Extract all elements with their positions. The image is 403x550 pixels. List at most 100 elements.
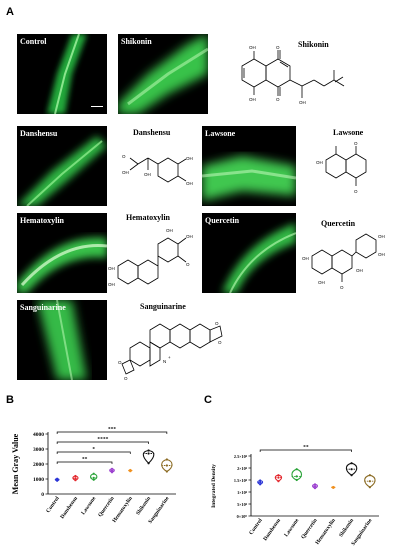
root-fluorescence-image xyxy=(202,156,296,201)
atom-label: O xyxy=(276,45,280,50)
micrograph-label: Danshensu xyxy=(20,129,58,138)
data-point xyxy=(165,470,168,473)
data-point xyxy=(295,478,298,482)
atom-label: O xyxy=(354,141,358,146)
data-point xyxy=(350,462,353,465)
data-point xyxy=(259,479,262,482)
atom-label: OH xyxy=(356,268,363,273)
micrograph-sanguinarine: Sanguinarine xyxy=(17,300,107,380)
compound-name-shikonin: Shikonin xyxy=(298,40,329,49)
data-point xyxy=(129,468,132,472)
panel-label-c: C xyxy=(204,394,212,406)
x-category-label: Quercetin xyxy=(97,496,115,519)
atom-label: OH xyxy=(316,160,323,165)
y-tick-label: 3000 xyxy=(33,447,44,453)
data-point xyxy=(295,468,298,471)
data-point xyxy=(313,487,317,490)
y-tick-label: 2000 xyxy=(33,462,44,468)
significance-bracket xyxy=(56,441,149,444)
significance-label: *** xyxy=(108,427,117,433)
atom-label: OH xyxy=(108,266,115,271)
significance-bracket xyxy=(56,451,131,454)
y-axis-label: Mean Gray Value xyxy=(11,433,20,494)
y-tick-label: 5×10⁶ xyxy=(237,502,248,507)
significance-bracket xyxy=(56,461,113,464)
data-point xyxy=(368,486,371,489)
y-tick-label: 4000 xyxy=(33,432,44,438)
micrograph-label: Hematoxylin xyxy=(20,216,64,225)
significance-label: **** xyxy=(97,437,108,443)
data-point xyxy=(92,472,95,475)
y-tick-label: 2×10⁶ xyxy=(237,466,248,471)
violin-shape xyxy=(291,468,303,481)
data-point xyxy=(350,474,353,477)
y-tick-label: 2.5×10⁶ xyxy=(234,454,248,459)
x-category-label: Shikonin xyxy=(135,496,152,517)
atom-label: OH xyxy=(186,156,193,161)
micrograph-shikonin: Shikonin xyxy=(118,34,208,114)
x-category-label: Danshensu xyxy=(59,496,79,520)
root-fluorescence-image xyxy=(17,136,107,206)
panel-label-a: A xyxy=(6,6,14,18)
y-axis-label: Integrated Density xyxy=(211,464,217,508)
atom-label: O xyxy=(215,321,219,326)
data-point xyxy=(277,474,280,477)
atom-label: O xyxy=(122,154,126,159)
data-point xyxy=(313,485,317,488)
compound-name-sanguinarine: Sanguinarine xyxy=(140,302,186,311)
atom-label: N xyxy=(163,359,166,364)
data-point xyxy=(147,452,150,455)
data-point xyxy=(74,474,77,478)
atom-label: OH xyxy=(108,282,115,287)
y-tick-label: 0×10⁰ xyxy=(237,514,248,519)
root-fluorescence-image xyxy=(47,34,87,114)
atom-label: O xyxy=(276,97,280,102)
data-point xyxy=(165,458,168,461)
atom-label: OH xyxy=(318,280,325,285)
y-tick-label: 1.5×10⁶ xyxy=(234,478,248,483)
data-point xyxy=(74,477,77,480)
data-point xyxy=(110,469,114,472)
atom-label: O xyxy=(118,360,122,365)
significance-label: ** xyxy=(82,457,88,463)
micrograph-lawsone: Lawsone xyxy=(202,126,296,206)
micrograph-quercetin: Quercetin xyxy=(202,213,296,293)
micrograph-label: Quercetin xyxy=(205,216,240,225)
micrograph-danshensu: Danshensu xyxy=(17,126,107,206)
data-point xyxy=(277,480,280,483)
compound-name-hematoxylin: Hematoxylin xyxy=(126,213,170,222)
compound-name-danshensu: Danshensu xyxy=(133,128,171,137)
data-point xyxy=(350,468,353,471)
structure-quercetin: OH OH O OH OH OH xyxy=(302,233,385,290)
atom-label: OH xyxy=(302,256,309,261)
x-category-label: Lawsone xyxy=(81,495,98,516)
y-tick-label: 1000 xyxy=(33,477,44,483)
x-category-label: Lawsone xyxy=(284,517,301,538)
significance-bracket xyxy=(259,449,352,452)
micrograph-label: Shikonin xyxy=(121,37,152,46)
root-fluorescence-image xyxy=(222,223,296,293)
root-fluorescence-image xyxy=(17,237,107,293)
y-tick-label: 0 xyxy=(41,492,44,498)
atom-label: OH xyxy=(249,97,256,102)
data-point xyxy=(74,479,77,482)
data-point xyxy=(259,481,262,484)
micrograph-control: Control xyxy=(17,34,107,114)
structure-lawsone: OH O O xyxy=(316,141,367,194)
atom-label: O xyxy=(124,376,128,381)
x-category-label: Shikonin xyxy=(338,518,355,539)
root-fluorescence-image xyxy=(118,34,208,114)
data-point xyxy=(56,477,59,480)
atom-label: OH xyxy=(378,234,385,239)
compound-name-quercetin: Quercetin xyxy=(321,219,356,228)
atom-label: OH xyxy=(249,45,256,50)
atom-label: O xyxy=(186,262,190,267)
chart-integrated-density: 0×10⁰ 5×10⁶ 1×10⁶ 1.5×10⁶ 2×10⁶ 2.5×10⁶ Integr… xyxy=(211,445,379,547)
significance-bracket xyxy=(56,431,168,434)
atom-label: OH xyxy=(299,100,306,105)
micrograph-label: Sanguinarine xyxy=(20,303,66,312)
atom-label: OH xyxy=(144,172,151,177)
y-tick-label: 1×10⁶ xyxy=(237,490,248,495)
atom-label: O xyxy=(354,189,358,194)
